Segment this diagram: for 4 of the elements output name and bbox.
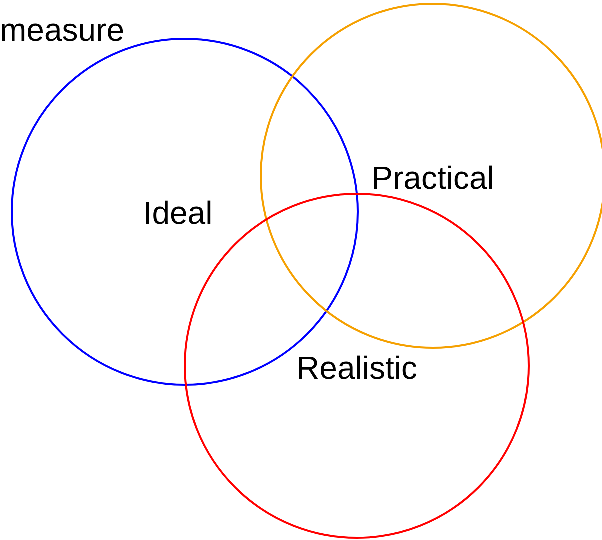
circle-label: Ideal [143,197,213,229]
text-label: measure [0,14,124,46]
circle-label: Realistic [296,352,418,384]
circle-label: Practical [372,162,494,194]
